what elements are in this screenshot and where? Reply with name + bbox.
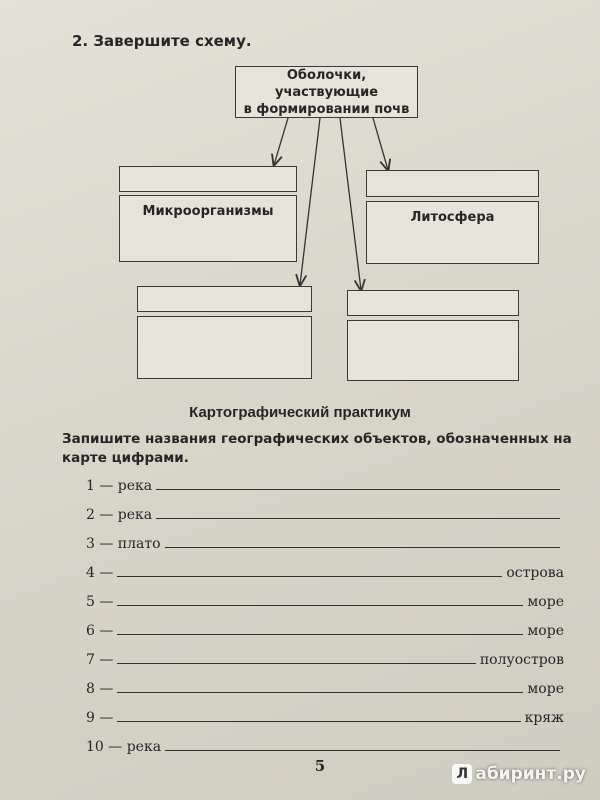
answer-line-prefix: 2 — река xyxy=(86,507,153,523)
answer-line[interactable]: 1 — река xyxy=(86,474,564,494)
answer-box-bottom-left-content[interactable] xyxy=(137,316,312,379)
answer-box-bottom-left-label[interactable] xyxy=(137,286,312,312)
arrow-to-top-left xyxy=(274,117,289,165)
answer-blank[interactable] xyxy=(117,691,524,693)
task-title: 2. Завершите схему. xyxy=(72,32,252,50)
answer-blank[interactable] xyxy=(117,575,503,577)
answer-line-suffix: море xyxy=(527,681,564,697)
practicum-title: Картографический практикум xyxy=(189,404,411,421)
answer-line[interactable]: 4 — острова xyxy=(86,561,564,581)
page-number: 5 xyxy=(314,757,326,775)
watermark-text: абиринт.ру xyxy=(475,764,586,784)
answer-blank[interactable] xyxy=(117,633,524,635)
root-box-line-2: в формировании почв xyxy=(243,101,410,117)
answer-line-suffix: кряж xyxy=(524,710,564,726)
labirint-logo-icon: Л xyxy=(452,764,473,784)
answer-line-prefix: 10 — река xyxy=(86,739,162,755)
answer-line[interactable]: 8 — море xyxy=(86,677,564,697)
answer-line-prefix: 1 — река xyxy=(86,478,153,494)
answer-blank[interactable] xyxy=(165,749,560,751)
answer-line[interactable]: 7 — полуостров xyxy=(86,648,564,668)
answer-blank[interactable] xyxy=(117,604,524,606)
answer-line[interactable]: 6 — море xyxy=(86,619,564,639)
arrow-to-bottom-left xyxy=(300,117,321,285)
answer-line-prefix: 7 — xyxy=(86,652,114,668)
answer-line-suffix: острова xyxy=(506,565,564,581)
answer-line-suffix: море xyxy=(527,623,564,639)
answer-box-top-left-label[interactable] xyxy=(119,166,297,192)
answer-box-bottom-right-content[interactable] xyxy=(347,320,519,381)
arrow-to-top-right xyxy=(372,117,388,170)
answer-box-top-right-content[interactable]: Литосфера xyxy=(366,201,539,264)
answer-box-bottom-right-label[interactable] xyxy=(347,290,519,316)
answer-line[interactable]: 10 — река xyxy=(86,735,564,755)
labirint-watermark: Л абиринт.ру xyxy=(452,764,586,784)
answer-box-top-left-content[interactable]: Микроорганизмы xyxy=(119,195,297,262)
root-box-line-1: Оболочки, участвующие xyxy=(274,67,379,100)
answer-line-prefix: 5 — xyxy=(86,594,114,610)
answer-line-suffix: полуостров xyxy=(479,652,564,668)
answer-line-prefix: 8 — xyxy=(86,681,114,697)
diagram-root-box: Оболочки, участвующие в формировании поч… xyxy=(235,66,418,118)
answer-blank[interactable] xyxy=(156,517,560,519)
answer-line-prefix: 9 — xyxy=(86,710,114,726)
answer-blank[interactable] xyxy=(117,720,521,722)
answer-box-top-right-label[interactable] xyxy=(366,170,539,197)
answer-blank[interactable] xyxy=(117,662,476,664)
answer-line[interactable]: 3 — плато xyxy=(86,532,564,552)
answer-line[interactable]: 9 — кряж xyxy=(86,706,564,726)
answer-line-prefix: 3 — плато xyxy=(86,536,161,552)
answer-line-prefix: 6 — xyxy=(86,623,114,639)
answer-line-prefix: 4 — xyxy=(86,565,114,581)
arrow-to-bottom-right xyxy=(339,117,361,290)
answer-line-suffix: море xyxy=(527,594,564,610)
practicum-instruction: Запишите названия географических объекто… xyxy=(62,431,572,466)
answer-blank[interactable] xyxy=(156,488,560,490)
answer-blank[interactable] xyxy=(164,546,560,548)
answer-line[interactable]: 5 — море xyxy=(86,590,564,610)
answer-line[interactable]: 2 — река xyxy=(86,503,564,523)
